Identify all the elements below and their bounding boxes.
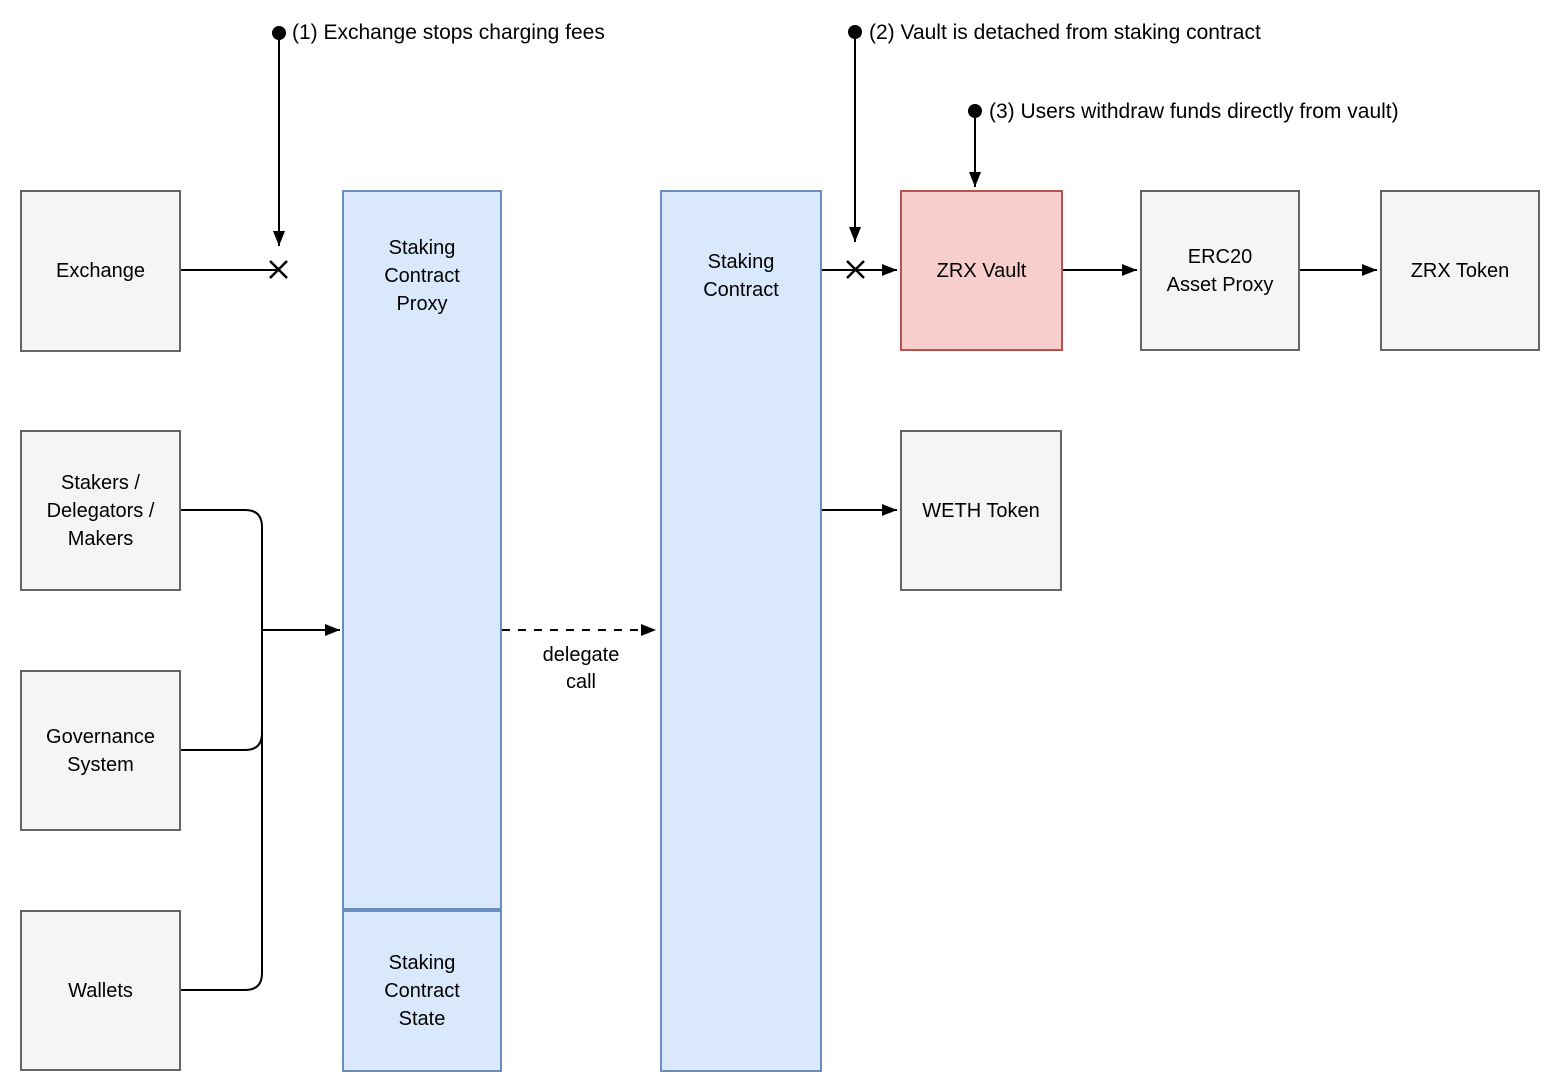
node-label: Stakers / Delegators / Makers <box>46 471 155 550</box>
severed-x-icon <box>269 260 288 279</box>
node-label: Wallets <box>68 979 133 1002</box>
event-dot-3 <box>968 104 982 118</box>
node-exchange: Exchange <box>20 190 181 352</box>
annotation-1-pointer <box>272 26 286 246</box>
event-dot-2 <box>848 25 862 39</box>
event-dot-1 <box>272 26 286 40</box>
edge-exchange-severed <box>181 260 288 279</box>
node-label: ZRX Token <box>1410 259 1510 282</box>
node-wallets: Wallets <box>20 910 181 1071</box>
node-zrx-vault: ZRX Vault <box>900 190 1063 351</box>
severed-x-icon <box>846 260 865 279</box>
node-label: Staking Contract State <box>384 952 460 1030</box>
annotation-1-label: (1) Exchange stops charging fees <box>292 21 605 44</box>
edge-contract-to-vault-severed <box>822 260 897 279</box>
annotation-3-label: (3) Users withdraw funds directly from v… <box>989 100 1399 123</box>
node-label: Staking Contract <box>703 251 779 301</box>
node-label: Staking Contract Proxy <box>384 237 460 315</box>
node-label: ERC20 Asset Proxy <box>1166 245 1274 296</box>
node-zrx-token: ZRX Token <box>1380 190 1540 351</box>
annotation-2-pointer <box>848 25 862 242</box>
annotation-3-pointer <box>968 104 982 187</box>
annotation-2-label: (2) Vault is detached from staking contr… <box>869 21 1261 44</box>
node-erc20-asset-proxy: ERC20 Asset Proxy <box>1140 190 1300 351</box>
node-stakers-delegators-makers: Stakers / Delegators / Makers <box>20 430 181 591</box>
edge-users-to-proxy <box>181 509 340 991</box>
delegate-call-label: delegate call <box>542 644 620 693</box>
node-label: WETH Token <box>922 499 1040 522</box>
node-staking-contract: Staking Contract <box>660 190 822 1072</box>
node-weth-token: WETH Token <box>900 430 1062 591</box>
node-label: Governance System <box>46 725 155 776</box>
node-governance-system: Governance System <box>20 670 181 831</box>
node-staking-contract-state: Staking Contract State <box>342 910 502 1072</box>
node-label: Exchange <box>56 260 145 282</box>
node-staking-contract-proxy: Staking Contract Proxy <box>342 190 502 910</box>
node-label: ZRX Vault <box>936 259 1027 282</box>
